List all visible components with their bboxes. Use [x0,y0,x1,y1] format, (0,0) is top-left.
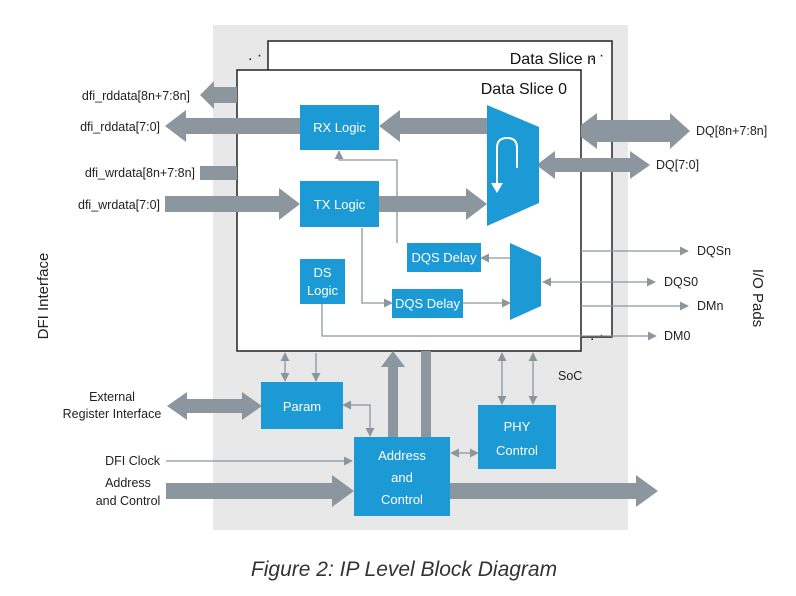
tx-logic-block [300,181,379,227]
arrow-dq-0 [539,151,650,179]
label-dfi-interface: DFI Interface [35,253,52,340]
rx-logic-block [300,105,379,150]
label-address-control-1: Address [105,476,151,490]
arrow-wrdata-n [200,166,237,180]
arrow-dq-n [581,113,690,149]
bar-address-slice [421,351,431,437]
arrow-ext-register [167,392,262,420]
rx-logic-label: RX Logic [313,120,366,135]
address-control-block [354,437,450,516]
label-rddata-0: dfi_rddata[7:0] [80,120,160,134]
label-wrdata-0: dfi_wrdata[7:0] [78,198,160,212]
address-control-label-3: Control [381,492,423,507]
arrow-wrdata-0 [165,188,300,220]
arrow-address-out [449,475,658,507]
param-label: Param [283,399,321,414]
arrow-rddata-0 [165,110,300,142]
line-dqs-rx [334,150,398,243]
phy-control-block [478,405,556,469]
arrow-mux-rx [379,110,487,142]
mux-dq [487,105,539,226]
label-dmn: DMn [697,299,723,313]
ellipsis-dots: . · [248,47,262,64]
dqs-delay-bottom-block [392,289,463,318]
param-block [261,382,343,429]
line-dm0 [321,304,657,341]
ellipsis-dots: . · [590,47,604,64]
soc-label: SoC [558,369,582,383]
loopback-arrowhead [491,183,503,193]
figure-caption: Figure 2: IP Level Block Diagram [251,558,557,581]
label-address-control-2: and Control [96,494,161,508]
arrow-address-in [166,475,354,507]
label-rddata-n: dfi_rddata[8n+7:8n] [82,89,190,103]
phy-control-label-1: PHY [504,419,531,434]
dqs-delay-top-label: DQS Delay [411,250,477,265]
label-io-pads: I/O Pads [749,269,766,327]
line-tx-dqsdelay [361,228,393,308]
arrow-tx-mux [379,188,487,220]
label-external-register-2: Register Interface [63,407,162,421]
ds-logic-block [300,259,345,304]
ds-logic-label-1: DS [313,265,331,280]
data-slice-n-label: Data Slice n [510,51,596,68]
label-dqsn: DQSn [697,244,731,258]
label-dm0: DM0 [664,329,690,343]
label-external-register-1: External [89,390,135,404]
label-dfi-clock: DFI Clock [105,454,161,468]
line-param-address [342,400,375,437]
label-dq-n: DQ[8n+7:8n] [696,124,767,138]
mux-dqs [510,243,541,320]
label-dqs0: DQS0 [664,275,698,289]
tx-logic-label: TX Logic [314,197,366,212]
dqs-delay-top-block [407,243,481,272]
address-control-label-2: and [391,470,413,485]
address-control-label-1: Address [378,448,426,463]
phy-control-label-2: Control [496,443,538,458]
loopback-icon [496,136,518,187]
arrow-rddata-n [200,81,237,109]
dqs-delay-bottom-label: DQS Delay [395,296,461,311]
ds-logic-label-2: Logic [307,283,339,298]
label-dq-0: DQ[7:0] [656,158,699,172]
label-wrdata-n: dfi_wrdata[8n+7:8n] [85,166,195,180]
arrow-address-up [381,351,405,437]
data-slice-0-label: Data Slice 0 [481,81,567,98]
